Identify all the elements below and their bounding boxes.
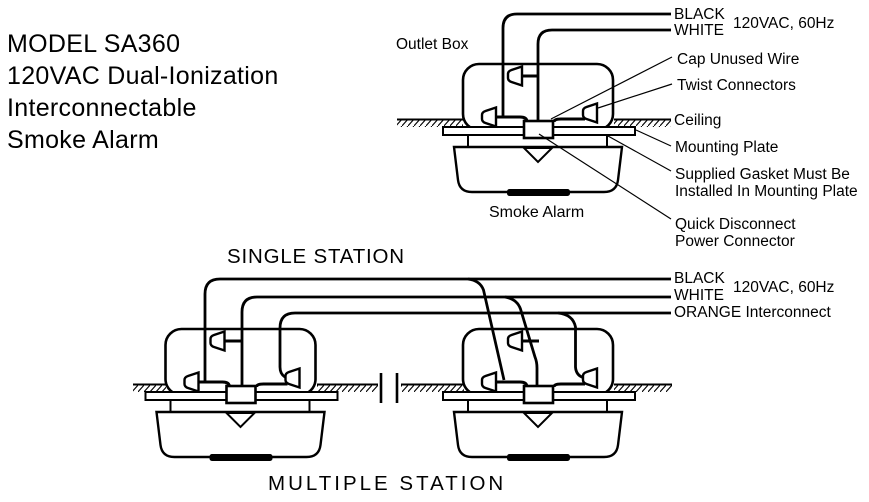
cap-unused-wire-label: Cap Unused Wire — [677, 51, 799, 68]
white-wire-label-single: WHITE — [674, 22, 724, 39]
multiple-station-diagram: BLACK 120VAC, 60Hz WHITE ORANGE Intercon… — [133, 270, 834, 495]
title-line-3: Interconnectable — [7, 94, 197, 122]
ceiling-break-symbol — [379, 373, 399, 403]
quick-disconnect-label-line2: Power Connector — [675, 233, 795, 250]
black-wire-label-single: BLACK — [674, 6, 725, 23]
ceiling-label: Ceiling — [674, 112, 721, 129]
black-wire-branch-right — [467, 277, 506, 381]
white-wire-label-multiple: WHITE — [674, 287, 724, 304]
leader-cap-unused-wire — [550, 56, 673, 120]
twist-connectors-label: Twist Connectors — [677, 77, 796, 94]
orange-wire-branch-right — [557, 311, 584, 379]
leader-twist-connectors — [597, 83, 673, 109]
white-wire-multiple — [240, 295, 671, 387]
ceiling-single — [397, 118, 671, 127]
title-line-4: Smoke Alarm — [7, 126, 159, 154]
smoke-alarm-caption: Smoke Alarm — [489, 204, 584, 221]
power-spec-label-single: 120VAC, 60Hz — [733, 15, 834, 32]
gasket-label-line1: Supplied Gasket Must Be — [675, 166, 850, 183]
outlet-box-label: Outlet Box — [396, 36, 469, 53]
callout-leaders-single — [538, 56, 673, 220]
leader-mounting-plate — [635, 129, 672, 147]
title-block: MODEL SA360 120VAC Dual-Ionization Inter… — [7, 30, 279, 154]
black-wire-multiple — [203, 277, 671, 382]
single-station-diagram: Outlet Box BLACK WHITE 120VAC, 60Hz Cap … — [227, 6, 858, 268]
title-line-1: MODEL SA360 — [7, 30, 180, 58]
leader-supplied-gasket — [607, 135, 672, 172]
single-station-heading: SINGLE STATION — [227, 245, 405, 268]
orange-interconnect-label: ORANGE Interconnect — [674, 304, 831, 321]
mounting-plate-label: Mounting Plate — [675, 139, 778, 156]
quick-disconnect-label-line1: Quick Disconnect — [675, 216, 796, 233]
ceiling-multiple — [133, 373, 672, 403]
white-wire-single — [536, 28, 671, 121]
title-line-2: 120VAC Dual-Ionization — [7, 62, 279, 90]
white-wire-branch-right — [504, 295, 539, 387]
black-wire-label-multiple: BLACK — [674, 270, 725, 287]
black-wire-single — [501, 12, 671, 118]
multiple-station-right-alarm-unit — [441, 327, 637, 463]
multiple-station-heading: MULTIPLE STATION — [268, 472, 506, 495]
leader-quick-disconnect — [538, 133, 672, 220]
power-spec-label-multiple: 120VAC, 60Hz — [733, 279, 834, 296]
gasket-label-line2: Installed In Mounting Plate — [675, 183, 858, 200]
orange-wire-multiple — [278, 311, 671, 379]
interconnect-wiring — [203, 277, 671, 387]
